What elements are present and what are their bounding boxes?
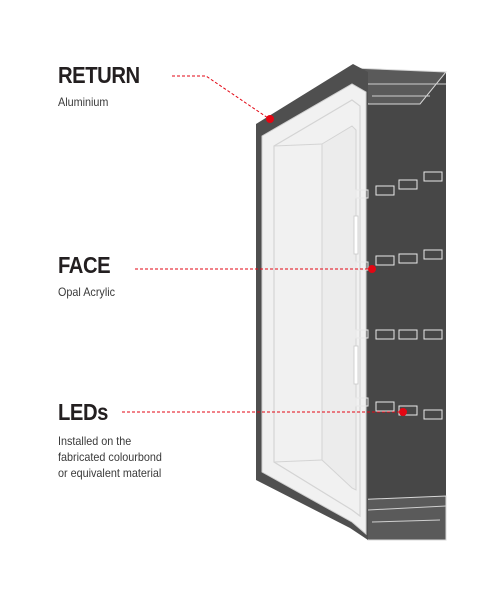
face-title: FACE	[58, 252, 111, 278]
return-subtitle: Aluminium	[58, 95, 109, 109]
leds-callout: LEDs Installed on the fabricated colourb…	[58, 401, 173, 482]
leds-title: LEDs	[58, 399, 108, 425]
return-callout: RETURN Aluminium	[58, 64, 151, 110]
face-marker	[368, 265, 376, 273]
return-marker	[266, 115, 274, 123]
back-panel	[368, 72, 446, 540]
leds-subtitle-line-2: fabricated colourbond	[58, 450, 162, 465]
face-subtitle: Opal Acrylic	[58, 285, 116, 299]
leds-subtitle-line-3: or equivalent material	[58, 466, 162, 481]
face-callout: FACE Opal Acrylic	[58, 254, 121, 300]
leds-subtitle-line-1: Installed on the	[58, 434, 132, 448]
leds-marker	[399, 408, 407, 416]
return-title: RETURN	[58, 62, 140, 88]
leds-subtitle: Installed on the fabricated colourbond o…	[58, 433, 162, 482]
led-modules	[355, 171, 443, 420]
return-leader	[172, 75, 269, 119]
